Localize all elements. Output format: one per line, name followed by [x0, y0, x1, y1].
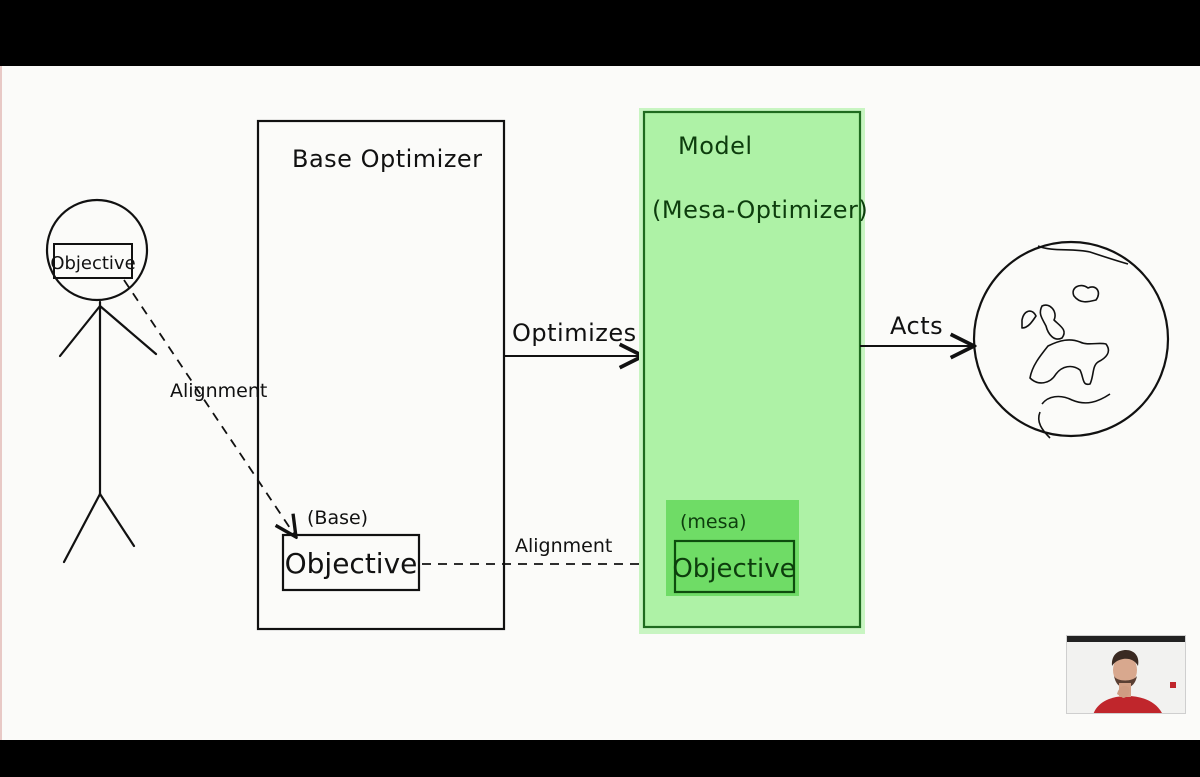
base-objective-label: Objective — [285, 547, 418, 580]
acts-label: Acts — [890, 312, 943, 340]
globe-icon — [972, 240, 1170, 439]
left-alignment-label: Alignment — [170, 380, 267, 402]
webcam-titlebar — [1067, 636, 1185, 642]
diagram-svg: Objective Alignment Base Optimizer (Base… — [45, 108, 1170, 634]
model-subtitle: (Mesa-Optimizer) — [652, 196, 868, 224]
model-title: Model — [678, 132, 753, 160]
optimizes-label: Optimizes — [512, 319, 637, 347]
base-objective-box: Objective — [281, 533, 421, 592]
human-objective-box: Objective — [50, 243, 136, 279]
human-objective-label: Objective — [50, 253, 135, 274]
bottom-letterbox — [0, 740, 1200, 777]
stick-figure-icon — [45, 198, 158, 564]
base-optimizer-title: Base Optimizer — [292, 145, 483, 173]
base-tag: (Base) — [307, 507, 368, 529]
mesa-objective-label: Objective — [672, 554, 795, 584]
left-alignment-arrow — [123, 279, 296, 537]
mesa-highlight — [666, 500, 799, 596]
webcam-person-icon — [1093, 650, 1176, 713]
mesa-objective-box: Objective — [672, 539, 796, 594]
top-letterbox — [0, 0, 1200, 66]
presenter-webcam — [1066, 635, 1186, 714]
mesa-tag: (mesa) — [680, 511, 747, 533]
base-optimizer-box — [256, 119, 506, 631]
middle-alignment-label: Alignment — [515, 535, 612, 557]
whiteboard-canvas: Objective Alignment Base Optimizer (Base… — [0, 66, 1200, 740]
